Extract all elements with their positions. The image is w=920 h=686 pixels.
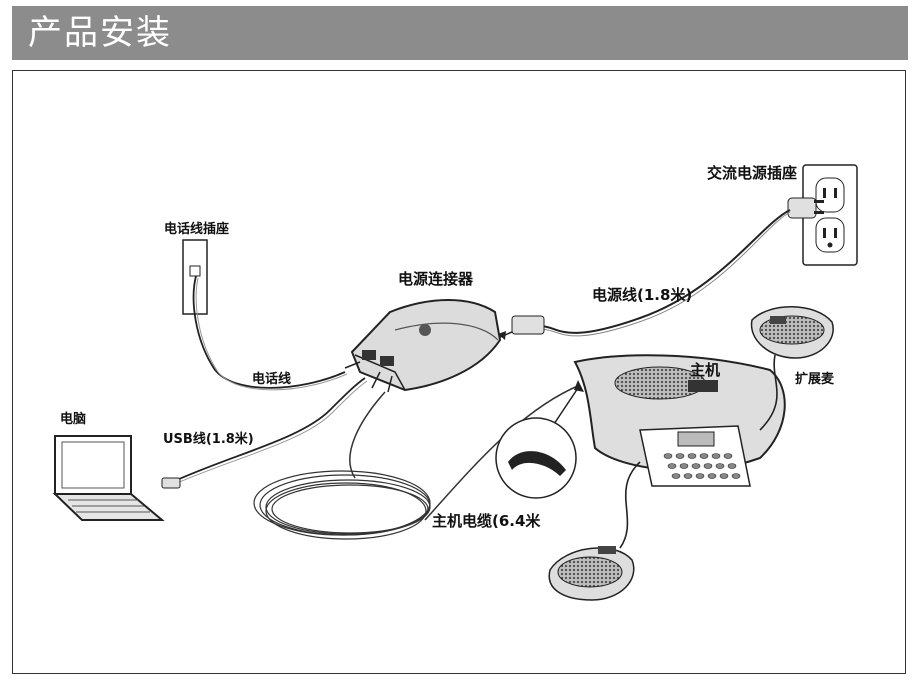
extension-mic-cable xyxy=(759,354,778,431)
laptop-icon xyxy=(52,435,165,521)
usb-plug-icon xyxy=(161,477,181,489)
ac-outlet-icon xyxy=(802,164,858,266)
main-cable-coil xyxy=(253,470,431,540)
usb-cable-label: USB线(1.8米) xyxy=(163,432,254,447)
phone-line xyxy=(192,275,346,389)
section-header: 产品安装 xyxy=(12,6,908,60)
computer-label: 电脑 xyxy=(60,412,87,427)
cord-connector-icon xyxy=(497,315,545,340)
extension-mic-icon xyxy=(548,546,635,601)
power-cord-label: 电源线(1.8米) xyxy=(592,286,693,304)
phone-jack-label: 电话线插座 xyxy=(164,222,230,237)
power-cord-line xyxy=(539,209,791,334)
main-cable-line xyxy=(349,384,581,521)
power-connector-label: 电源连接器 xyxy=(398,270,474,288)
main-cable-label: 主机电缆(6.4米 xyxy=(432,512,541,530)
power-plug-icon xyxy=(787,197,824,219)
extension-mic-label: 扩展麦 xyxy=(795,372,835,387)
usb-cable-line xyxy=(167,377,366,485)
main-unit-device xyxy=(573,354,786,487)
extension-mic-icon xyxy=(750,306,834,359)
section-title: 产品安装 xyxy=(28,13,172,53)
power-connector-device xyxy=(344,299,502,393)
extension-mic-cable xyxy=(619,461,641,549)
ac-outlet-label: 交流电源插座 xyxy=(707,164,798,182)
main-unit-label: 主机 xyxy=(690,361,721,379)
phone-line-label: 电话线 xyxy=(252,372,292,387)
